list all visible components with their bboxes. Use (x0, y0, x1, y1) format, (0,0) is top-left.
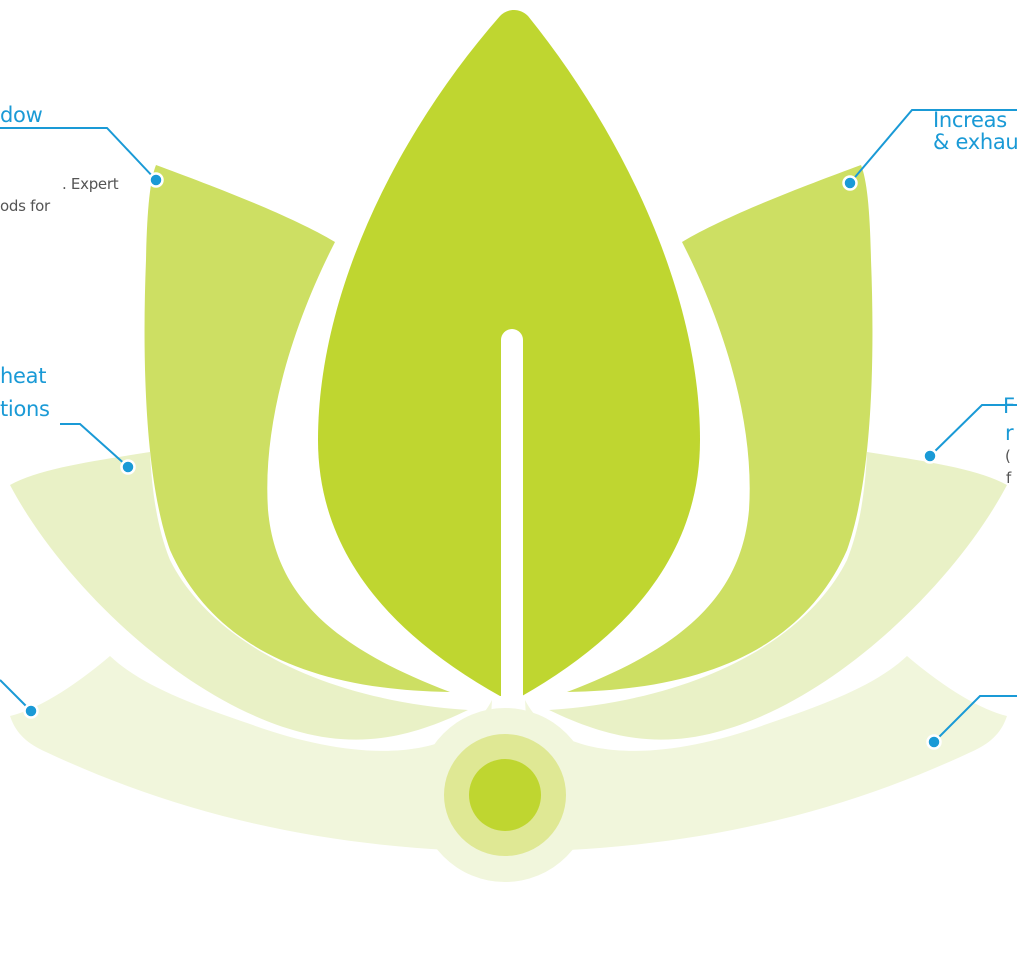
petal-mid-left (144, 165, 450, 692)
callout-dot-top-right (842, 175, 858, 191)
callout-dot-bottom-right (926, 734, 942, 750)
callout-dot-mid-left (120, 459, 136, 475)
center-circle-inner (469, 759, 541, 831)
callout-lines (0, 109, 1017, 743)
callout-dots (23, 172, 942, 750)
petal-bottom-left (10, 656, 492, 850)
top-right-title-line-2: & exhau (933, 130, 1017, 154)
callout-dot-bottom-left (23, 703, 39, 719)
petal-outer-right (549, 452, 1007, 740)
top-left-desc-line-2: ods for (0, 197, 50, 215)
callout-dot-top-left (148, 172, 164, 188)
mid-left-title-line-2: tions (0, 397, 50, 421)
callout-line-bottom-right (933, 695, 1017, 743)
callout-line-top-right (849, 109, 1017, 184)
callout-line-mid-right (929, 404, 1017, 457)
petal-outer-left (10, 452, 468, 740)
mid-right-title-line-2: r (1005, 421, 1014, 445)
mid-right-desc-line-1: ( (1005, 447, 1011, 465)
callout-line-top-left (0, 127, 157, 181)
callout-line-mid-left (60, 423, 129, 468)
top-left-title: dow (0, 103, 43, 127)
top-right-title-line-1: Increas (933, 108, 1007, 132)
petal-mid-right (567, 165, 873, 692)
top-left-desc-line-1: . Expert (62, 175, 119, 193)
petal-bottom-right (525, 656, 1007, 850)
mid-left-title-line-1: heat (0, 364, 47, 388)
callout-dot-mid-right (922, 448, 938, 464)
mid-right-title-line-1: F (1003, 394, 1015, 418)
mid-right-desc-line-2: f (1006, 469, 1011, 487)
